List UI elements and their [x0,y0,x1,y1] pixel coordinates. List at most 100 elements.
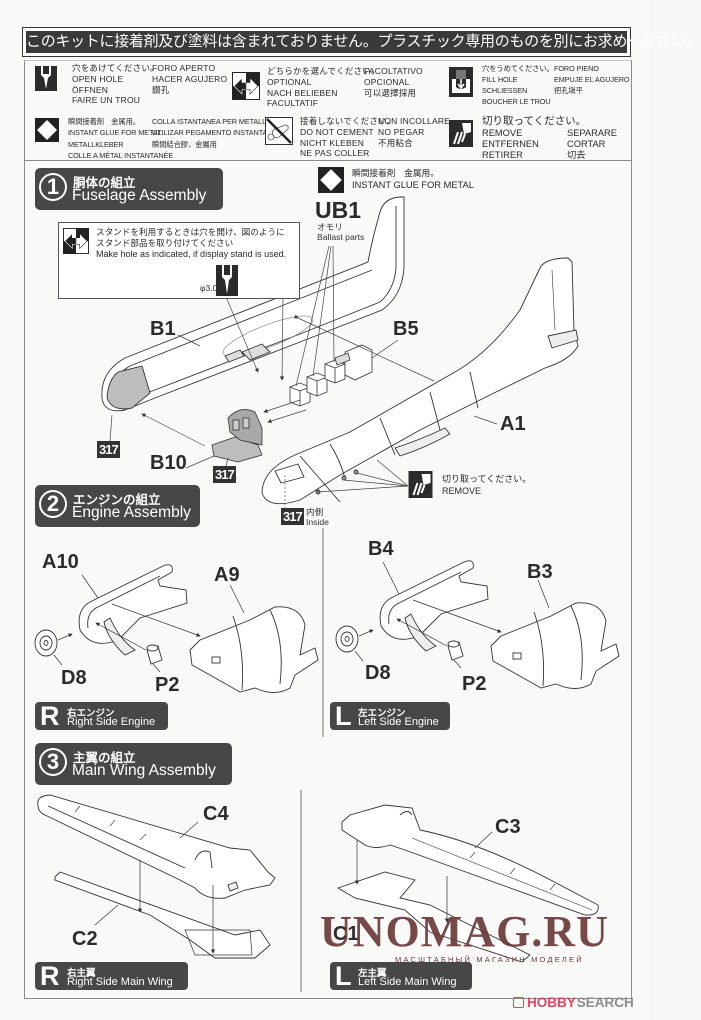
paint-code-badge: 317 [213,466,236,483]
part-c1-shape [336,871,531,963]
left-wing-drawing [336,804,599,963]
watermark-site: UNOMAG.RU [320,907,609,956]
part-label-c3: C3 [495,816,521,838]
step-1-header: 1 胴体の組立 Fuselage Assembly [35,168,223,210]
right-side-main-wing-badge: R 右主翼 Right Side Main Wing [35,961,188,991]
instruction-page: このキットに接着剤及び塗料は含まれておりません。プラスチック専用のものを別にお求… [22,27,701,1010]
watermark-tagline: МАСШТАБНЫЙ МАГАЗИН МОДЕЛЕЙ [395,955,584,964]
hole-diameter: φ3.0mm [200,283,232,293]
right-side-engine-badge: R 右エンジン Right Side Engine [35,701,168,731]
part-label-c4: C4 [203,803,229,825]
part-label-b3: B3 [527,561,553,583]
part-b4-shape [379,560,489,652]
ballast-label-en: Ballast parts [317,232,365,242]
fuselage-half-b1-drawing [101,196,405,412]
right-wing-drawing [37,794,276,959]
stand-note-text: スタンドを利用するときは穴を開け、図のように スタンド部品を取り付けてください … [96,227,287,259]
inside-note-en: Inside [306,517,329,527]
assembly-frame [24,160,632,999]
part-p2-shape [146,644,163,665]
part-c2-shape [54,871,271,959]
part-label-c1: C1 [333,923,359,945]
side-label-en: Left Side Main Wing [358,976,457,988]
open-hole-icon [216,265,238,296]
part-label-p2: P2 [462,673,487,695]
logo-search-text: SEARCH [576,995,634,1010]
step-number: 2 [39,490,67,518]
hobby-search-logo-icon [513,997,524,1008]
left-wing-arrows [354,831,493,923]
cockpit-b10-drawing [211,409,263,463]
left-engine-arrows [354,561,550,669]
step-number: 1 [39,173,67,201]
remove-icon [449,120,473,147]
remove-note: 切り取ってください。 REMOVE [442,474,532,496]
right-wing-arrows [94,821,216,954]
part-d8-shape [335,625,359,653]
optional-icon [232,72,260,100]
part-c4-shape [37,794,276,899]
part-p2-shape [447,640,464,661]
step-2-header: 2 エンジンの組立 Engine Assembly [35,485,200,527]
part-label-a1: A1 [500,413,526,435]
part-d8-shape [34,629,58,657]
part-a10-shape [78,564,188,656]
part-label-a9: A9 [214,564,240,586]
step-title-jp: エンジンの組立 [73,493,161,507]
right-engine-drawing [34,564,319,693]
step1-leader-lines [109,245,498,493]
side-label-jp: 左主翼 [358,968,387,979]
open-hole-icon [35,66,57,91]
side-label-jp: 右エンジン [67,708,115,719]
do-not-cement-icon [265,117,293,145]
part-label-b1: B1 [150,318,176,340]
left-side-engine-badge: L 左エンジン Left Side Engine [330,701,450,731]
adhesive-paint-notice: このキットに接着剤及び塗料は含まれておりません。プラスチック専用のものを別にお求… [26,31,701,53]
logo-hobby-text: HOBBY [527,995,576,1010]
part-label-a10: A10 [42,551,79,573]
notice-banner: このキットに接着剤及び塗料は含まれておりません。プラスチック専用のものを別にお求… [22,27,701,57]
step-title-jp: 主翼の組立 [73,751,136,765]
assembly-drawings [34,196,620,992]
instant-glue-icon [318,167,344,193]
remove-icon [408,471,433,498]
optional-icon [63,228,89,254]
ballast-ub1-drawing [289,359,346,407]
left-engine-drawing [335,560,620,689]
step-title-en: Engine Assembly [72,504,191,521]
legend-frame [24,60,632,161]
side-label-en: Right Side Engine [67,716,156,728]
side-letter: R [40,961,60,991]
side-letter: L [335,961,352,991]
part-label-d8: D8 [365,662,391,684]
paint-code-badge: 317 [281,508,304,525]
step-title-en: Fuselage Assembly [72,187,207,204]
step-number: 3 [39,748,67,776]
part-b5-drawing [334,344,373,381]
remove-text: 切り取ってください。 REMOVE ENTFERNEN RETIRER [482,115,587,160]
right-engine-arrows [53,574,245,673]
fill-hole-icon [449,67,473,97]
part-c3-shape [341,804,599,916]
hobby-search-logo: HOBBYSEARCH [513,995,634,1010]
side-label-jp: 左エンジン [358,708,406,719]
left-side-main-wing-badge: L 左主翼 Left Side Main Wing [330,961,472,991]
ballast-label-jp: オモリ [317,222,343,232]
part-label-c2: C2 [72,928,98,950]
part-label-b4: B4 [368,538,394,560]
step-title-en: Main Wing Assembly [72,762,216,779]
step-title-jp: 胴体の組立 [73,176,136,190]
part-b3-shape [490,602,620,689]
part-a9-shape [189,606,319,693]
part-label-ub1: UB1 [315,197,362,223]
plane-a1-drawing [261,257,579,510]
